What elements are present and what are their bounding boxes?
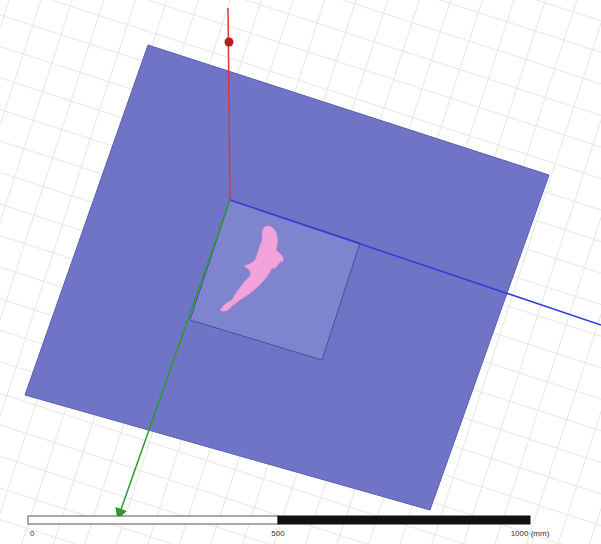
grid-line xyxy=(538,0,601,544)
ground-plane xyxy=(25,45,549,510)
x-axis xyxy=(118,200,230,518)
grid-line xyxy=(595,0,601,544)
dolphin-patch xyxy=(220,226,283,311)
scale-bar-dark xyxy=(278,516,530,524)
z-axis xyxy=(228,8,230,200)
axis-marker xyxy=(225,38,234,47)
scale-label: 1000 (mm) xyxy=(511,530,550,538)
scale-label: 0 xyxy=(30,530,34,538)
grid-line xyxy=(0,508,601,544)
grid-line xyxy=(509,0,601,544)
grid-line xyxy=(0,0,5,544)
grid-line xyxy=(566,0,601,544)
grid-line xyxy=(0,479,601,544)
y-axis xyxy=(230,200,601,325)
scale-bar-light xyxy=(28,516,278,524)
grid-line xyxy=(0,0,601,4)
substrate-square xyxy=(190,200,360,360)
scale-label: 500 xyxy=(271,530,284,538)
grid-line xyxy=(0,23,601,517)
grid-line xyxy=(0,0,601,32)
grid-line xyxy=(0,0,62,544)
